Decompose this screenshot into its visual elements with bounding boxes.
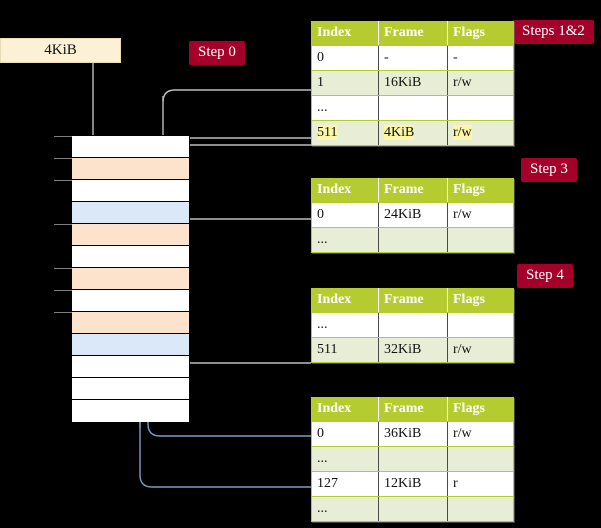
memory-row-stub xyxy=(54,158,72,159)
cell-frame xyxy=(378,312,448,338)
cell-flags: r xyxy=(447,471,514,497)
table-row[interactable]: ... xyxy=(311,227,514,253)
cell-flags xyxy=(447,95,514,121)
column-header-index: Index xyxy=(311,21,379,46)
memory-row-stub xyxy=(54,312,72,313)
wire-pdpt-to-mem xyxy=(173,218,311,260)
cell-frame: 16KiB xyxy=(378,70,448,96)
table-row[interactable]: 0-- xyxy=(311,45,514,71)
column-header-flags: Flags xyxy=(447,397,514,422)
cell-index: 1 xyxy=(311,70,379,96)
virtual-page-box: 4KiB xyxy=(0,38,121,63)
cell-index: ... xyxy=(311,95,379,121)
badge-steps-1-2: Steps 1&2 xyxy=(513,20,594,44)
highlighted-value: 4KiB xyxy=(384,124,415,140)
memory-frame-row xyxy=(72,136,189,158)
cell-index: 127 xyxy=(311,471,379,497)
cell-index: 0 xyxy=(311,202,379,228)
memory-row-stub xyxy=(54,224,72,225)
table-row[interactable]: ... xyxy=(311,95,514,121)
cell-index: ... xyxy=(311,312,379,338)
virtual-page-label: 4KiB xyxy=(44,42,77,58)
physical-memory-column xyxy=(71,135,190,422)
memory-frame-row xyxy=(72,378,189,400)
cell-flags: r/w xyxy=(447,337,514,363)
cell-frame xyxy=(378,496,448,522)
column-header-flags: Flags xyxy=(447,21,514,46)
memory-frame-row xyxy=(72,290,189,312)
cell-index: ... xyxy=(311,227,379,253)
memory-row-stub xyxy=(54,290,72,291)
cell-flags xyxy=(447,312,514,338)
memory-row-stub xyxy=(54,268,72,269)
memory-frame-row xyxy=(72,246,189,268)
table-row[interactable]: ... xyxy=(311,446,514,472)
cell-flags xyxy=(447,496,514,522)
cell-flags: r/w xyxy=(447,421,514,447)
memory-frame-row xyxy=(72,180,189,202)
memory-frame-row xyxy=(72,268,189,290)
cell-flags: r/w xyxy=(447,202,514,228)
column-header-frame: Frame xyxy=(378,397,448,422)
memory-frame-row xyxy=(72,312,189,334)
wire-pml4-header xyxy=(162,89,311,103)
badge-step-0: Step 0 xyxy=(189,41,245,65)
column-header-flags: Flags xyxy=(447,178,514,203)
cell-index: 0 xyxy=(311,421,379,447)
cell-flags: - xyxy=(447,45,514,71)
cell-frame xyxy=(378,227,448,253)
table-row[interactable]: 511 4KiB r/w xyxy=(311,120,514,146)
cell-index: 0 xyxy=(311,45,379,71)
cell-flags xyxy=(447,227,514,253)
cell-index: 511 xyxy=(311,337,379,363)
cell-frame: 24KiB xyxy=(378,202,448,228)
memory-frame-row xyxy=(72,224,189,246)
column-header-frame: Frame xyxy=(378,21,448,46)
memory-frame-row xyxy=(72,334,189,356)
column-header-index: Index xyxy=(311,288,379,313)
column-header-frame: Frame xyxy=(378,288,448,313)
cell-frame: 32KiB xyxy=(378,337,448,363)
cell-frame xyxy=(378,446,448,472)
column-header-frame: Frame xyxy=(378,178,448,203)
cell-flags xyxy=(447,446,514,472)
cell-frame: - xyxy=(378,45,448,71)
cell-flags: r/w xyxy=(447,120,514,146)
cell-frame: 4KiB xyxy=(378,120,448,146)
memory-frame-row xyxy=(72,202,189,224)
cell-index: ... xyxy=(311,446,379,472)
memory-frame-row xyxy=(72,356,189,378)
badge-step-4: Step 4 xyxy=(517,264,573,288)
column-header-index: Index xyxy=(311,178,379,203)
highlighted-value: r/w xyxy=(453,124,472,140)
column-header-index: Index xyxy=(311,397,379,422)
highlighted-value: 511 xyxy=(317,124,338,140)
cell-frame xyxy=(378,95,448,121)
memory-frame-row xyxy=(72,158,189,180)
table-row[interactable]: ... xyxy=(311,312,514,338)
badge-step-3: Step 3 xyxy=(521,158,577,182)
cell-index: ... xyxy=(311,496,379,522)
cell-flags: r/w xyxy=(447,70,514,96)
column-header-flags: Flags xyxy=(447,288,514,313)
cell-frame: 12KiB xyxy=(378,471,448,497)
memory-row-stub xyxy=(54,180,72,181)
table-row[interactable]: ... xyxy=(311,496,514,522)
cell-index: 511 xyxy=(311,120,379,146)
cell-frame: 36KiB xyxy=(378,421,448,447)
memory-frame-row xyxy=(72,400,189,422)
memory-row-stub xyxy=(54,136,72,137)
